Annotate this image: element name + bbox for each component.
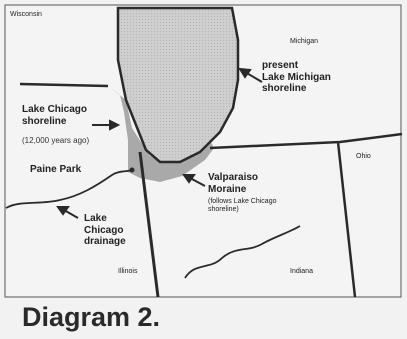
arrow-present-shoreline xyxy=(238,67,263,83)
diagram-caption: Diagram 2. xyxy=(22,302,161,332)
indiana-river xyxy=(184,225,301,279)
label-valparaiso: Valparaiso Moraine xyxy=(208,172,259,195)
lake-michigan xyxy=(116,6,240,164)
label-michigan: Michigan xyxy=(290,38,319,45)
label-present-shoreline: present Lake Michigan shoreline xyxy=(262,60,331,94)
drainage-river xyxy=(5,169,133,209)
label-illinois: Illinois xyxy=(118,268,138,275)
label-ohio: Ohio xyxy=(356,153,371,160)
state-border-il-in xyxy=(138,151,160,298)
state-border-wi xyxy=(19,82,109,88)
arrow-valparaiso xyxy=(182,174,206,187)
label-valparaiso-note: (follows Lake Chicago shoreline) xyxy=(208,198,277,214)
paine-park-marker xyxy=(129,167,135,173)
state-border-in-oh xyxy=(336,141,357,298)
label-indiana: Indiana xyxy=(290,268,313,275)
label-wisconsin: Wisconsin xyxy=(10,11,42,18)
label-lake-chicago-age: (12,000 years ago) xyxy=(22,136,90,145)
state-border-mi-in xyxy=(209,132,403,150)
label-paine-park: Paine Park xyxy=(30,164,82,175)
label-lake-chicago: Lake Chicago shoreline xyxy=(22,104,88,127)
arrow-drainage xyxy=(56,206,79,219)
arrow-lake-chicago xyxy=(92,119,121,131)
label-drainage: Lake Chicago drainage xyxy=(84,213,126,247)
